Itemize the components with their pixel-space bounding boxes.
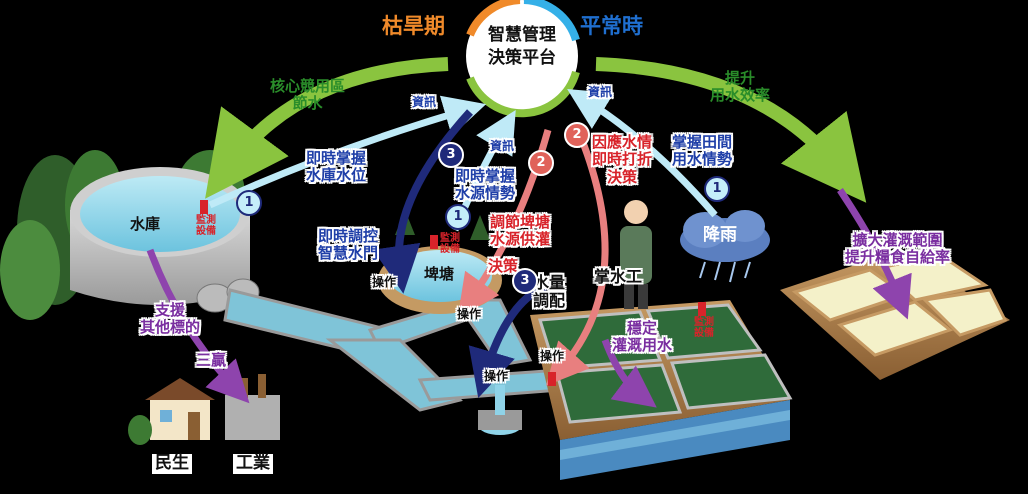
arrow-support [146,248,250,404]
label-smart-gate: 即時調控智慧水門 [318,227,379,263]
water-keeper-person [620,200,652,309]
label-three-wins: 三贏 [196,351,227,369]
label-operate-1: 操作 [372,275,397,289]
label-pond-adjust: 調節埤塘水源供灌 [490,213,551,249]
arrow-respond [546,128,609,386]
label-info-left: 資訊 [412,95,437,109]
arrow-improve [595,57,867,203]
hub-line1: 智慧管理 [488,25,556,45]
label-industry: 工業 [233,453,273,474]
house [128,378,215,445]
label-expand: 擴大灌溉範圍提升糧食自給率 [845,231,951,267]
badge-2-respond: 2 [564,122,590,148]
label-operate-3: 操作 [540,349,565,363]
badge-1-pond: 1 [445,204,471,230]
label-info-right: 資訊 [588,85,613,99]
well [478,385,522,435]
badge-1-rain: 1 [704,176,730,202]
label-operate-2: 操作 [457,307,482,321]
label-operate-4: 操作 [484,369,509,383]
hub-ring [466,0,580,118]
label-stable: 穩定灌溉用水 [612,319,673,355]
sensor-label-pond: 監測設備 [440,233,460,255]
label-support: 支援其他標的 [140,301,201,337]
arrow-expand [837,188,912,320]
badge-2-pond: 2 [528,150,554,176]
arrow-allocation [468,278,561,399]
arrow-info-right [567,88,718,218]
label-core-saving: 核心競用區節水 [270,77,346,113]
label-reservoir-level: 即時掌握水庫水位 [306,149,367,185]
label-improve: 提升用水效率 [710,69,771,105]
label-rain: 降雨 [703,225,737,245]
mode-normal: 平常時 [580,14,643,38]
rain-cloud [680,210,770,283]
label-reservoir: 水庫 [130,215,161,233]
sensor-markers [200,200,706,386]
sensor-label-reservoir: 監測設備 [196,215,216,237]
label-field-water: 掌握田間用水情勢 [672,133,733,169]
reservoir [70,167,250,305]
label-domestic: 民生 [152,453,192,474]
mode-dry: 枯旱期 [382,14,445,38]
arrow-stable [601,338,657,408]
arrow-core-saving [205,57,449,199]
label-allocation: 水量調配 [533,273,566,311]
hub-title: 智慧管理 決策平台 [476,24,568,70]
label-decision: 決策 [488,257,519,275]
label-info-mid: 資訊 [490,139,515,153]
label-respond: 因應水情即時打折決策 [592,133,653,186]
label-pond: 埤塘 [424,265,455,283]
hub-line2: 決策平台 [488,47,556,68]
label-water-source: 即時掌握水源情勢 [455,167,516,203]
badge-3-gate: 3 [438,142,464,168]
badge-1-reservoir: 1 [236,190,262,216]
arrow-smart-gate [372,109,473,294]
label-keeper: 掌水工 [594,267,643,286]
sensor-label-field: 監測設備 [694,317,714,339]
expanded-field [780,250,1010,380]
badge-3-allocation: 3 [512,268,538,294]
canal-network [223,288,562,412]
